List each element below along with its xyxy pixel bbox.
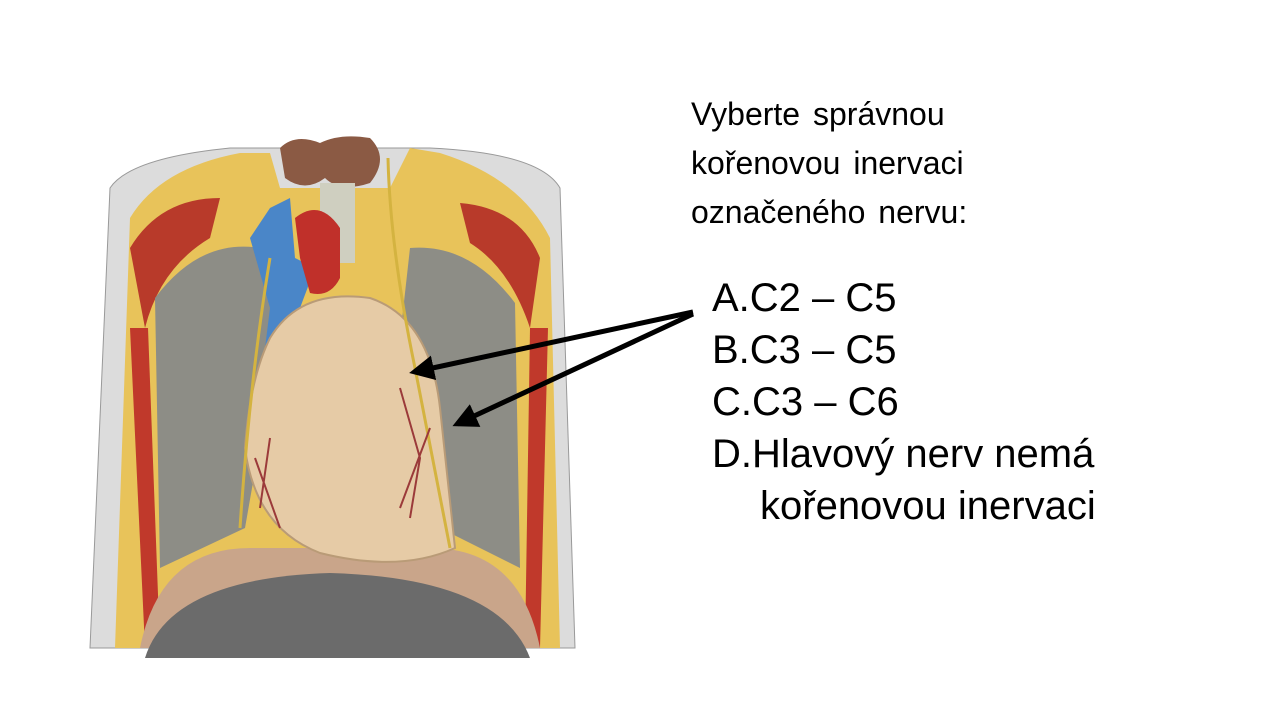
question-line: kořenovou inervaci xyxy=(691,145,964,181)
option-d[interactable]: D.Hlavový nerv nemá kořenovou inervaci xyxy=(712,428,1096,532)
lung-left xyxy=(155,246,280,569)
option-text: C2 – C5 xyxy=(749,276,897,320)
rib-cage-left xyxy=(130,328,160,648)
chest-muscle-left xyxy=(130,198,220,328)
option-text: Hlavový nerv nemá xyxy=(752,432,1095,476)
thyroid xyxy=(280,136,380,187)
thorax-anatomy-illustration xyxy=(89,136,576,658)
question-text: Vyberte správnou kořenovou inervaci ozna… xyxy=(691,90,967,237)
phrenic-nerve-right xyxy=(238,257,272,529)
option-letter: B. xyxy=(712,328,750,372)
phrenic-nerve-left xyxy=(386,157,452,549)
question-line: označeného nervu: xyxy=(691,194,968,230)
answer-options: A.C2 – C5 B.C3 – C5 C.C3 – C6 D.Hlavový … xyxy=(712,272,1096,532)
option-b[interactable]: B.C3 – C5 xyxy=(712,324,1096,376)
option-text-continuation: kořenovou inervaci xyxy=(760,484,1096,528)
question-line: Vyberte správnou xyxy=(691,96,945,132)
option-text: C3 – C5 xyxy=(749,328,897,372)
option-a[interactable]: A.C2 – C5 xyxy=(712,272,1096,324)
option-letter: D. xyxy=(712,432,752,476)
option-letter: C. xyxy=(712,380,752,424)
chest-muscle-right xyxy=(460,203,540,328)
pericardial-vessels xyxy=(254,387,431,529)
option-text: C3 – C6 xyxy=(752,380,899,424)
abdomen-dark xyxy=(145,573,530,658)
option-c[interactable]: C.C3 – C6 xyxy=(712,376,1096,428)
option-letter: A. xyxy=(712,276,750,320)
aorta xyxy=(295,210,340,294)
